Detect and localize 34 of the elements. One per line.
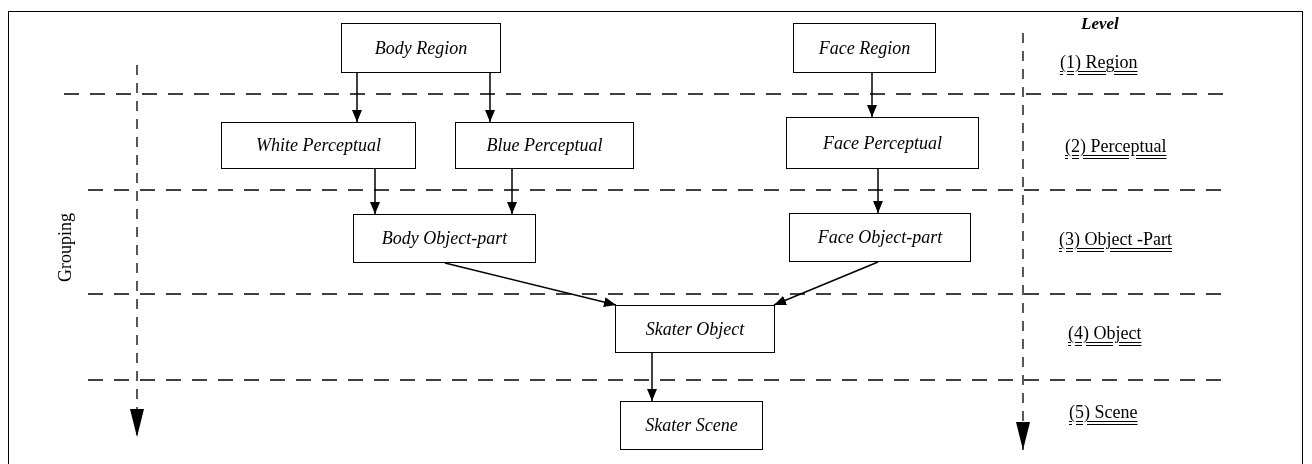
node-label: Face Object-part: [817, 227, 943, 248]
arrow: [370, 168, 380, 215]
arrow: [352, 72, 362, 123]
level-label: (5) Scene: [1069, 402, 1138, 423]
arrow: [507, 168, 517, 215]
process-box: [221, 122, 416, 169]
level-label: (3) Object -Part: [1059, 229, 1172, 250]
arrow: [485, 72, 495, 123]
process-box: [620, 401, 763, 450]
node-label: Skater Object: [645, 318, 745, 340]
process-box: [353, 214, 536, 263]
arrow: [773, 261, 879, 306]
node-label: Face Perceptual: [823, 132, 942, 154]
node-label: Blue Perceptual: [486, 135, 603, 156]
node-label: Body Object-part: [381, 228, 508, 249]
arrow: [867, 72, 877, 118]
arrow: [647, 352, 657, 402]
process-box: [341, 23, 501, 73]
process-box: [789, 213, 971, 262]
arrow: [444, 262, 617, 307]
process-box: [793, 23, 936, 73]
level-label: (2) Perceptual: [1065, 136, 1167, 157]
level-label: (1) Region: [1060, 52, 1138, 73]
node-label: White Perceptual: [256, 135, 381, 156]
process-box: [786, 117, 979, 169]
column-heading: Level: [1081, 14, 1119, 34]
arrow: [873, 168, 883, 214]
node-label: Skater Scene: [645, 415, 738, 436]
process-box: [615, 305, 775, 353]
process-box: [455, 122, 634, 169]
level-label: (4) Object: [1068, 323, 1142, 344]
node-label: Body Region: [374, 37, 468, 59]
axis-label: Grouping: [55, 213, 76, 282]
node-label: Face Region: [818, 37, 911, 59]
